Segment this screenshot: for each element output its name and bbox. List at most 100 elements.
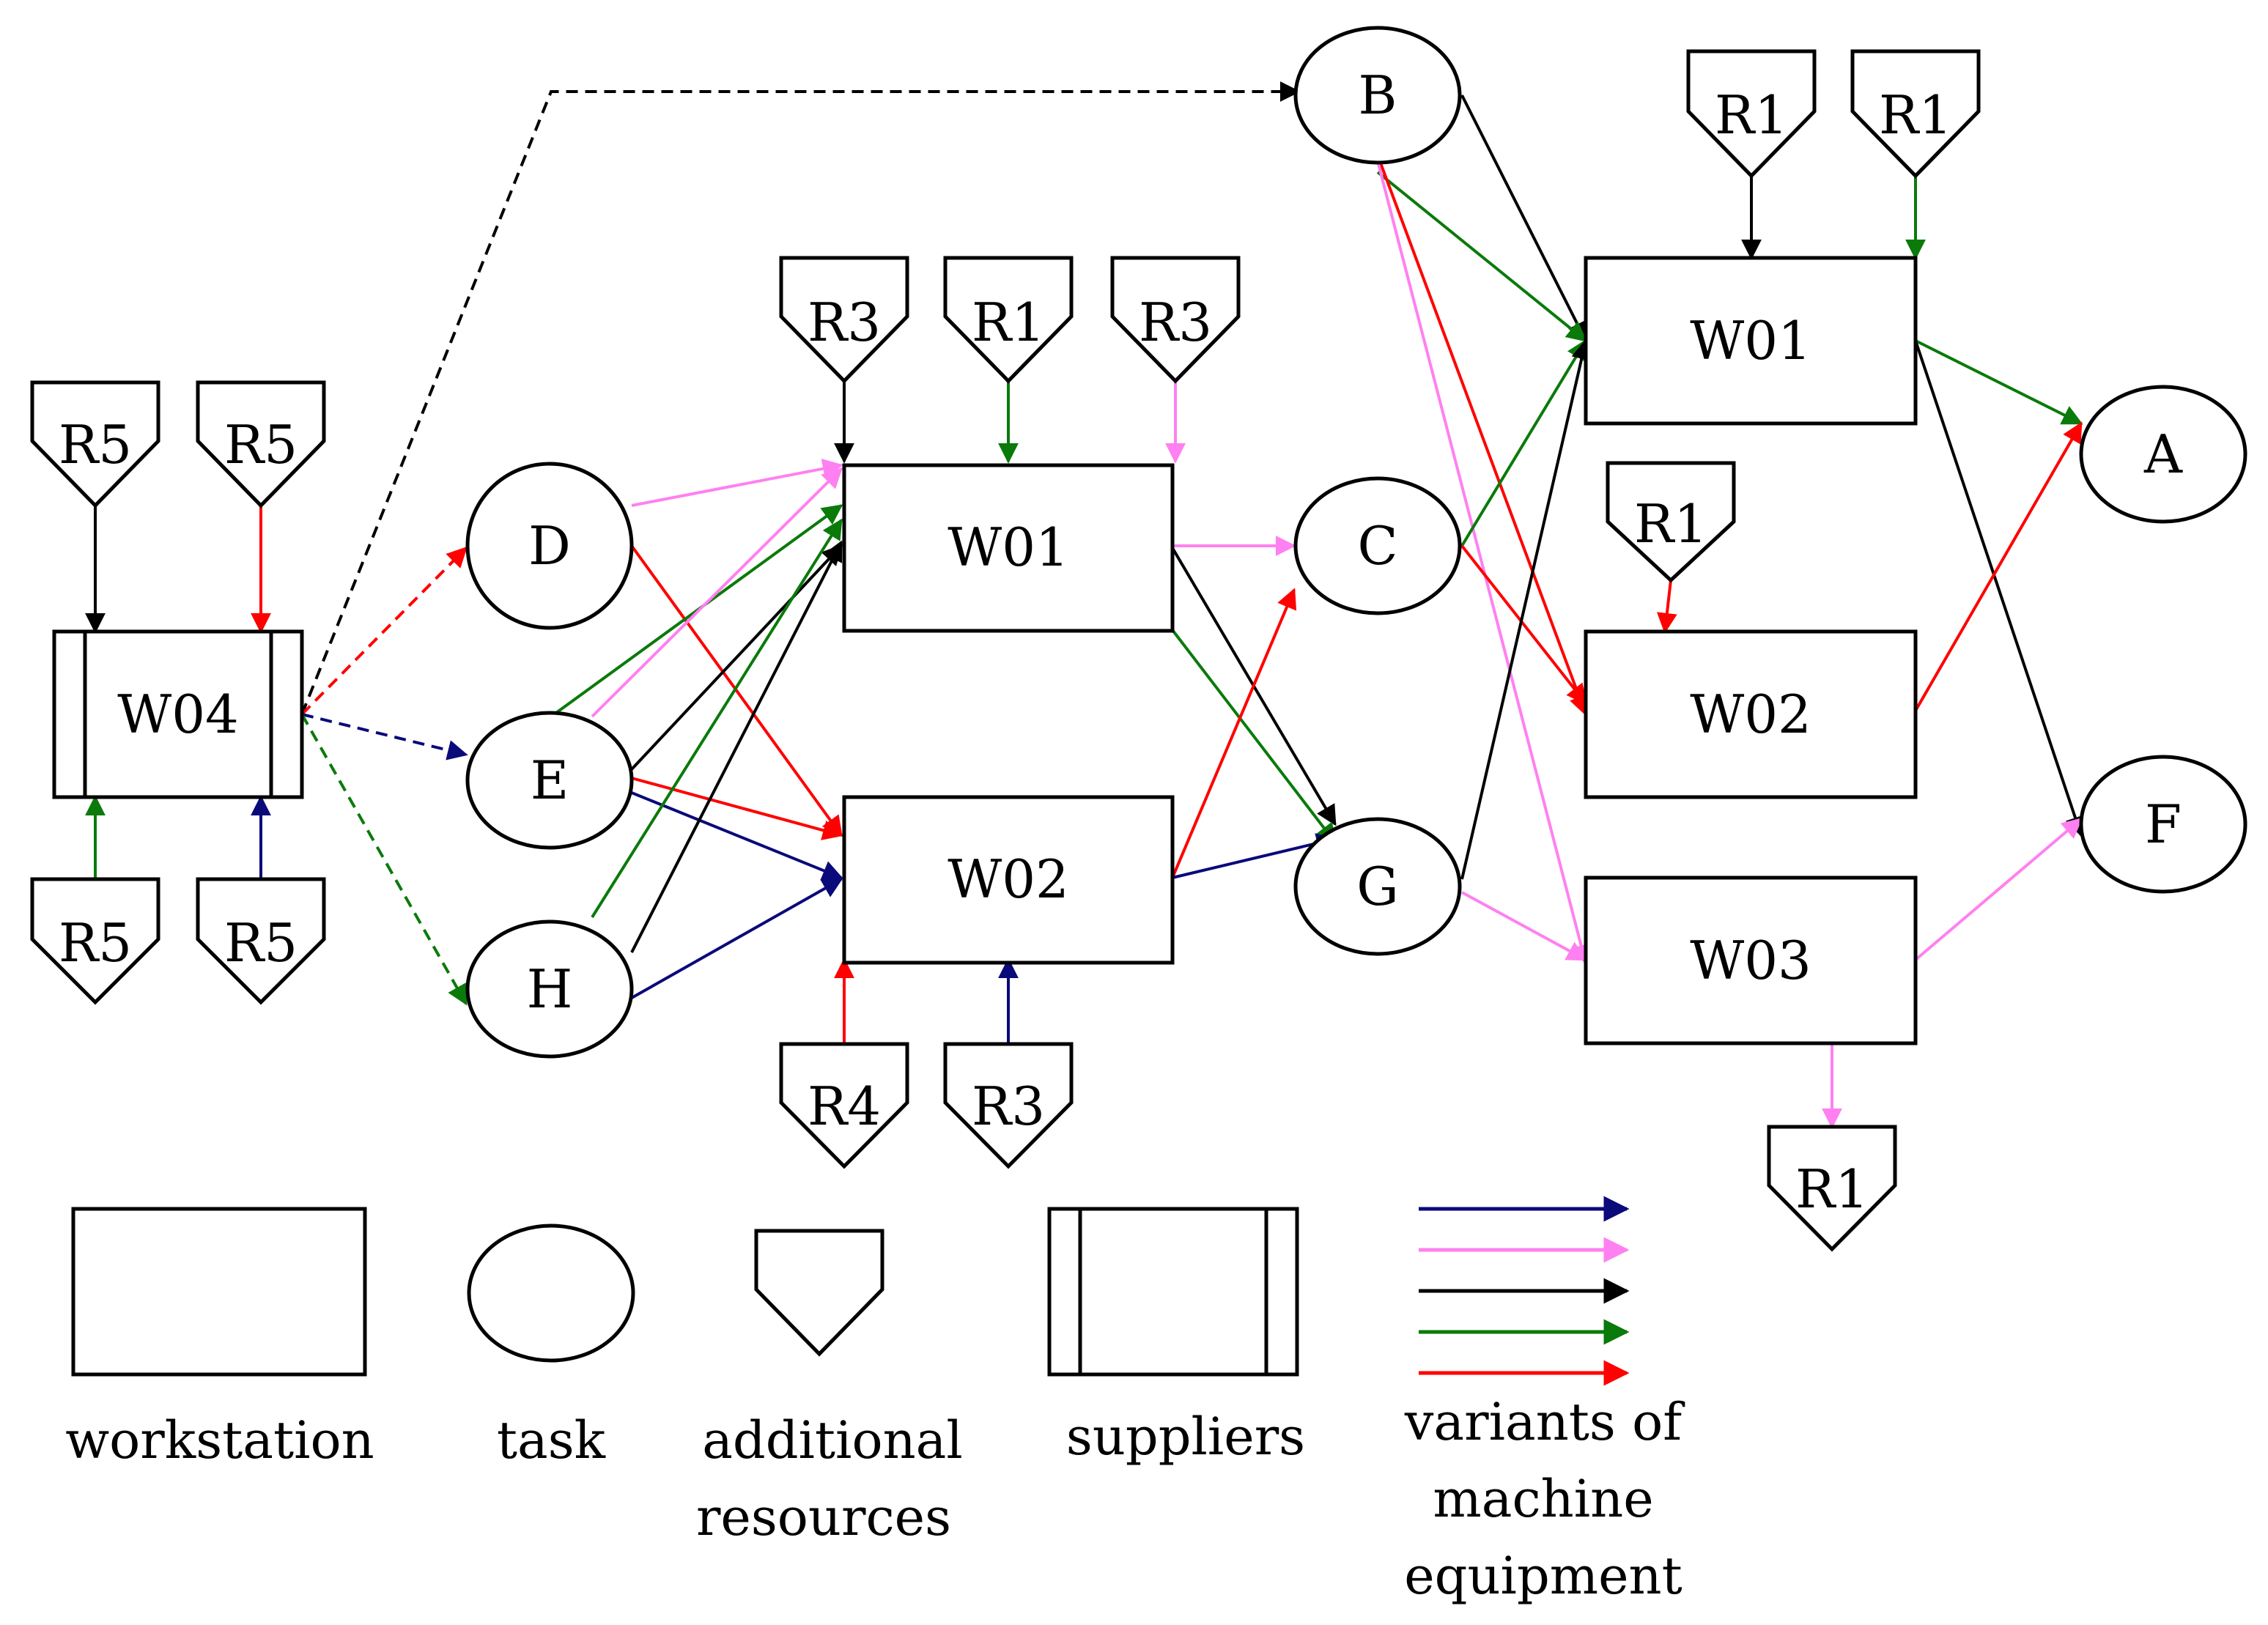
task-b: B (1293, 26, 1462, 165)
task-label: H (527, 958, 573, 1020)
resource-r5: R5 (196, 877, 326, 1005)
task-h: H (465, 919, 634, 1059)
edge-e-to-w01 (550, 504, 843, 718)
workstation-w01-left: W01 (842, 463, 1175, 633)
edge-w01r-to-a (1915, 339, 2083, 425)
edge-g-to-w01r (1460, 338, 1592, 880)
resource-label: R1 (1879, 84, 1952, 146)
edge-w02-to-c (1171, 588, 1297, 878)
task-label: A (2143, 423, 2183, 485)
resource-r1: R1 (1606, 461, 1736, 583)
workstation-label: W01 (1690, 310, 1811, 371)
edge-b-to-w01r (1460, 95, 1587, 343)
resource-label: R5 (224, 912, 298, 974)
edge-w03r-to-f (1914, 818, 2083, 961)
legend-variants (1419, 1196, 1630, 1386)
task-label: G (1356, 856, 1399, 917)
workstation-w02-left: W02 (842, 795, 1175, 965)
edge-w04-to-d (300, 547, 468, 716)
edge-d-to-w01 (631, 459, 843, 507)
resource-r3: R3 (779, 256, 909, 384)
task-c: C (1293, 476, 1462, 615)
resource-r1: R1 (1850, 49, 1981, 179)
resource-r5: R5 (30, 877, 160, 1005)
resource-label: R4 (808, 1076, 881, 1137)
workstation-w01-right: W01 (1584, 256, 1918, 426)
edge-e-to-w02 (631, 791, 843, 881)
task-a: A (2079, 385, 2247, 524)
workstation-label: W01 (948, 517, 1069, 578)
edge-w01r-to-f (1914, 340, 2086, 837)
resource-label: R5 (224, 414, 298, 475)
edge-w02-to-g (1172, 833, 1337, 879)
resource-label: R1 (1634, 493, 1707, 555)
edge-h-to-w01 (591, 518, 843, 919)
legend-task: task (467, 1224, 635, 1470)
resource-r5: R5 (196, 380, 326, 508)
edge-c-to-w01r (1460, 338, 1587, 547)
legend-additional-resources-label-line1: additional (702, 1410, 963, 1470)
legend-variants-label-line2: machine (1433, 1469, 1653, 1529)
edge-g-to-w03r (1461, 891, 1588, 961)
legend-workstation-label: workstation (65, 1410, 374, 1470)
edge-e-to-w02 (631, 777, 843, 840)
edge-c-to-w02r (1460, 544, 1587, 706)
edge-r1-to-w02r (1656, 580, 1677, 634)
legend-workstation: workstation (65, 1207, 374, 1470)
legend-variants-label-line3: equipment (1404, 1546, 1682, 1606)
resource-r4: R4 (779, 1042, 909, 1169)
resource-label: R3 (972, 1076, 1045, 1137)
workstation-label: W02 (948, 848, 1069, 910)
supplier-w04: W04 (52, 629, 304, 799)
task-label: F (2145, 793, 2182, 855)
edge-e-to-w01 (591, 467, 843, 718)
legend: workstation task additional resources su… (65, 1196, 1685, 1606)
legend-variants-label-line1: variants of (1404, 1392, 1685, 1452)
workstation-w03-right: W03 (1584, 876, 1918, 1045)
edge-e-to-w01 (630, 544, 843, 771)
task-e: E (465, 711, 634, 850)
legend-additional-resources-label-line2: resources (696, 1487, 951, 1547)
resource-label: R1 (1795, 1158, 1869, 1220)
workstation-label: W03 (1690, 930, 1811, 991)
workstation-w02-right: W02 (1584, 629, 1918, 799)
legend-suppliers-label: suppliers (1066, 1407, 1305, 1467)
resource-r3: R3 (943, 1042, 1074, 1169)
resource-label: R3 (808, 292, 881, 353)
edge-w04-to-b (300, 81, 1301, 715)
edge-b-to-w03r (1376, 160, 1592, 966)
resource-r1: R1 (1767, 1125, 1897, 1252)
task-label: D (528, 515, 571, 577)
workstation-label: W02 (1690, 684, 1811, 745)
legend-task-label: task (497, 1410, 606, 1470)
legend-additional-resources: additional resources (696, 1229, 963, 1547)
edge-w04-to-h (300, 714, 468, 1006)
resource-label: R5 (59, 414, 132, 475)
resource-r5: R5 (30, 380, 160, 508)
task-f: F (2079, 755, 2247, 894)
task-d: D (465, 462, 634, 630)
resource-label: R3 (1139, 292, 1212, 353)
edge-w01-to-g (1171, 629, 1337, 845)
edge-h-to-w02 (631, 878, 843, 999)
resource-r3: R3 (1110, 256, 1241, 384)
task-label: E (531, 749, 569, 811)
edge-w02r-to-a (1914, 421, 2083, 711)
edge-w04-to-e (301, 713, 468, 760)
edge-b-to-w02r (1376, 155, 1589, 717)
edge-b-to-w01r (1376, 171, 1588, 342)
resource-label: R1 (972, 292, 1045, 353)
task-g: G (1293, 817, 1462, 956)
edges (85, 81, 2086, 1129)
task-label: B (1359, 64, 1397, 126)
resource-r1: R1 (943, 256, 1074, 384)
resource-r1: R1 (1686, 49, 1817, 179)
resource-label: R1 (1715, 84, 1788, 146)
legend-suppliers: suppliers (1047, 1207, 1305, 1467)
edge-h-to-w01 (630, 540, 843, 953)
supplier-label: W04 (117, 684, 239, 745)
resource-label: R5 (59, 912, 132, 974)
edge-d-to-w02 (630, 544, 843, 837)
task-label: C (1357, 515, 1397, 577)
